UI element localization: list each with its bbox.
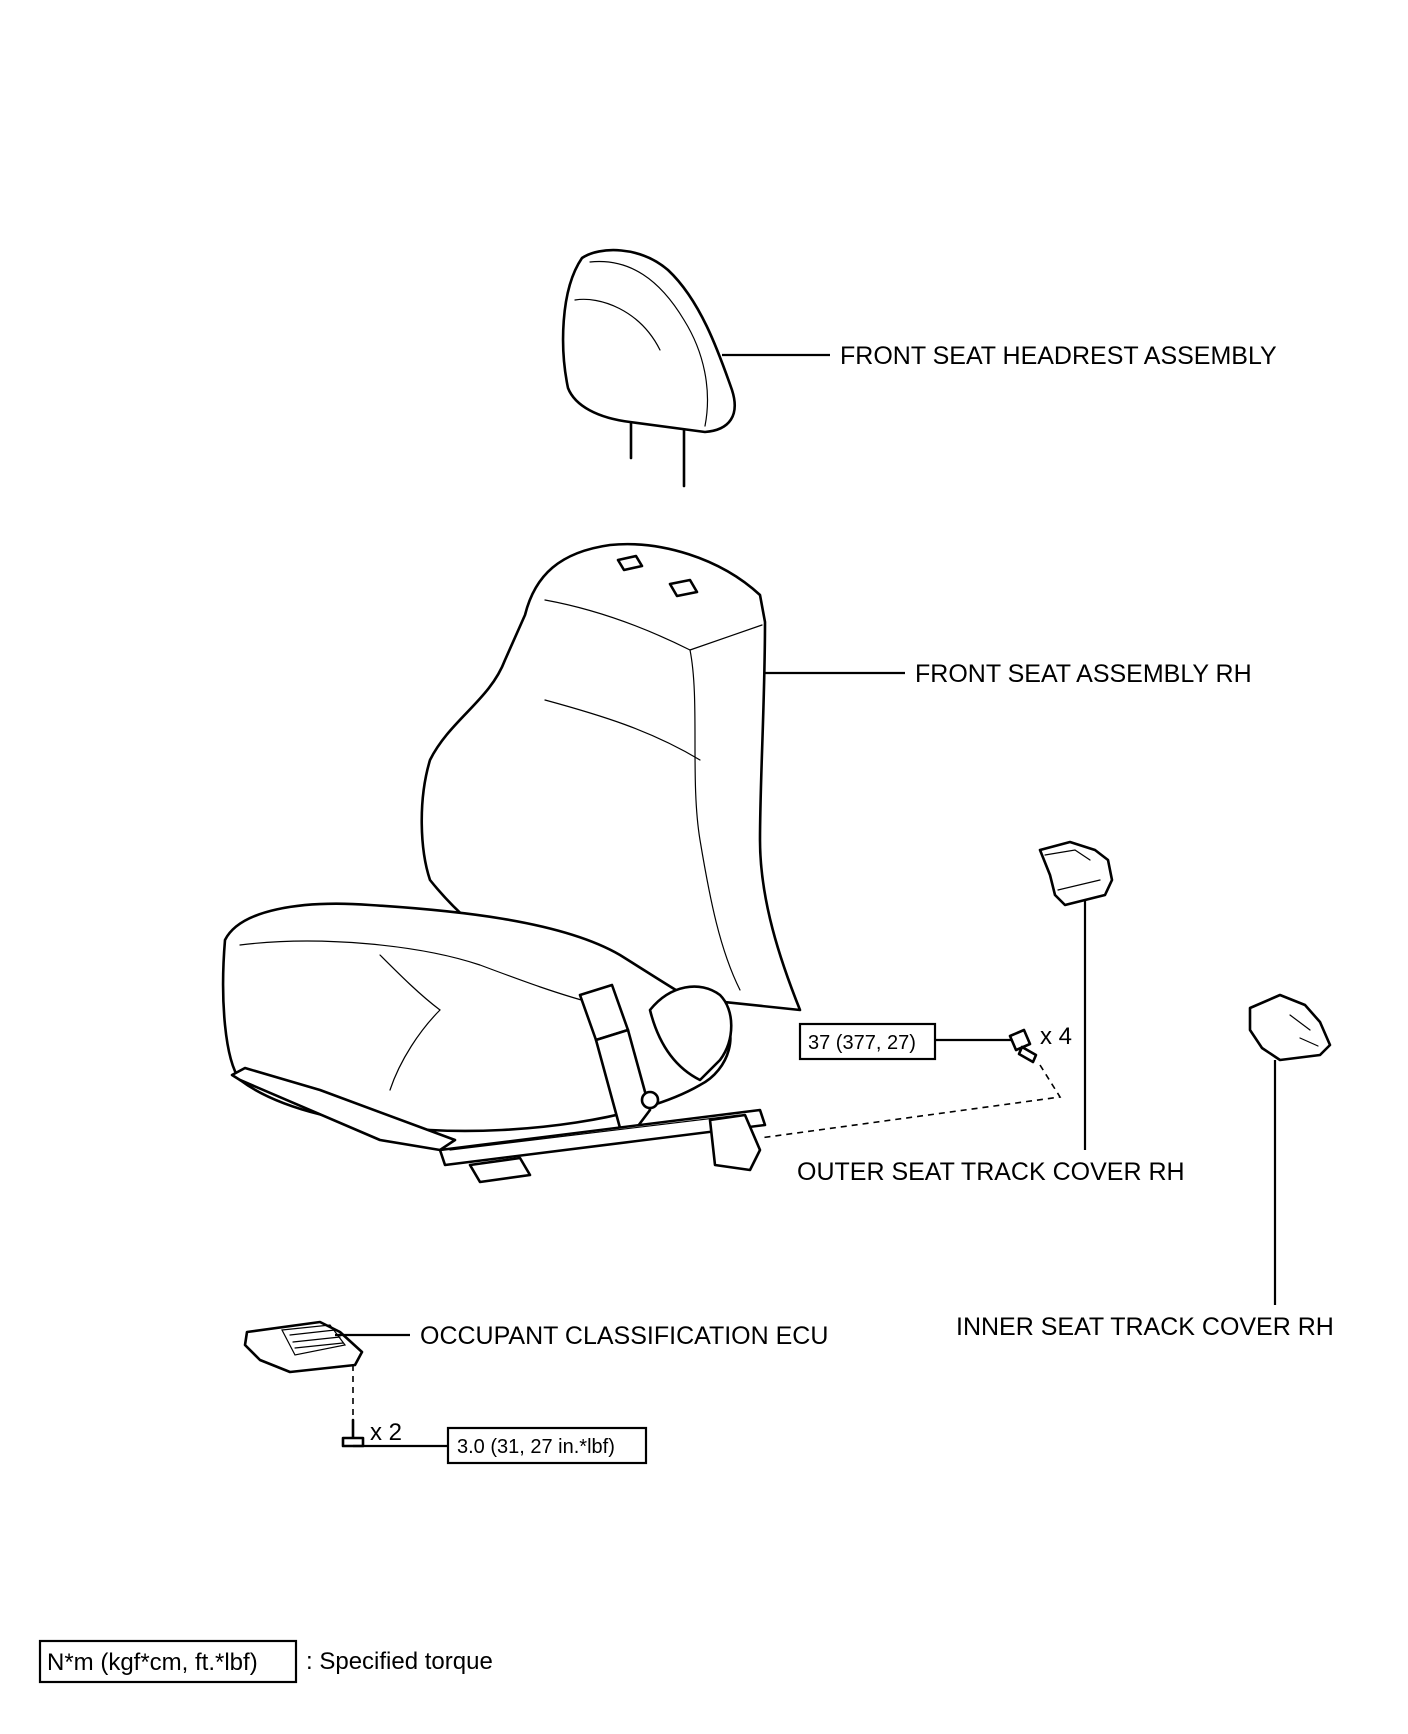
inner-track-cover-illustration	[1248, 993, 1332, 1062]
seat-bolt-torque-box	[798, 1022, 937, 1061]
ecu-bolt-torque-box	[446, 1426, 648, 1465]
outer-track-cover-illustration	[1038, 840, 1114, 907]
seat-bolt-qty: x 4	[1040, 1023, 1072, 1050]
ecu-bolt-torque-value: 3.0 (31, 27 in.*lbf)	[457, 1436, 615, 1458]
seat-bolt-dashed-leader	[759, 1064, 1062, 1139]
legend-torque-units: N*m (kgf*cm, ft.*lbf)	[47, 1649, 258, 1676]
legend-torque-box	[38, 1639, 298, 1684]
ecu-bolt-qty: x 2	[370, 1419, 402, 1446]
ecu-bolt-icon	[341, 1418, 365, 1448]
ecu-illustration	[243, 1320, 364, 1374]
seat-bolt-torque-value: 37 (377, 27)	[808, 1032, 916, 1054]
ecu-label: OCCUPANT CLASSIFICATION ECU	[420, 1322, 828, 1350]
seat-illustration	[221, 542, 802, 1184]
headrest-label: FRONT SEAT HEADREST ASSEMBLY	[840, 342, 1277, 370]
outer-track-cover-label: OUTER SEAT TRACK COVER RH	[797, 1158, 1185, 1186]
headrest-illustration	[561, 248, 736, 488]
legend-description: : Specified torque	[306, 1648, 493, 1675]
seat-bolt-icon	[1008, 1028, 1038, 1064]
inner-track-cover-label: INNER SEAT TRACK COVER RH	[956, 1313, 1334, 1341]
seat-label: FRONT SEAT ASSEMBLY RH	[915, 660, 1252, 688]
